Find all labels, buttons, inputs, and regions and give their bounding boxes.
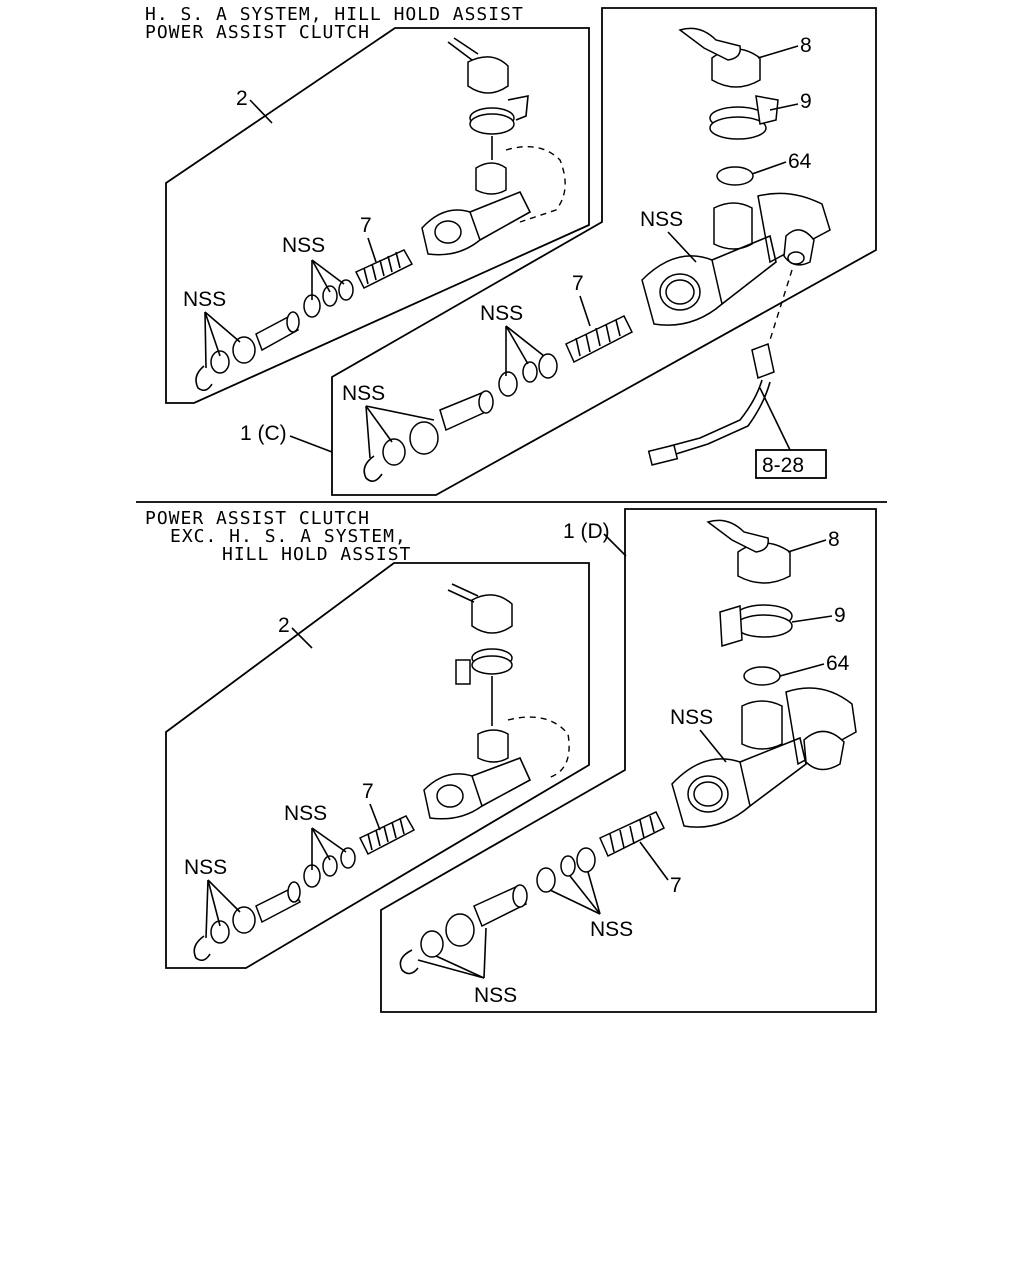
lower-label-64[interactable]: 64 <box>826 652 850 675</box>
upper-label-nss-left-b[interactable]: NSS <box>183 288 226 311</box>
upper-label-7-left[interactable]: 7 <box>360 214 372 237</box>
lower-label-nss-left-b[interactable]: NSS <box>184 856 227 879</box>
lower-right-frame <box>380 508 877 1013</box>
lower-label-nss-body[interactable]: NSS <box>670 706 713 729</box>
upper-ref-box-label: 8-28 <box>762 454 804 477</box>
lower-label-7-left[interactable]: 7 <box>362 780 374 803</box>
lower-label-7-right[interactable]: 7 <box>670 874 682 897</box>
upper-ref-box[interactable] <box>755 449 827 479</box>
lower-label-8[interactable]: 8 <box>828 528 840 551</box>
lower-caption-line1: POWER ASSIST CLUTCH <box>145 508 370 529</box>
lower-caption-line3: HILL HOLD ASSIST <box>222 544 411 565</box>
upper-section: H. S. A SYSTEM, HILL HOLD ASSIST POWER A… <box>145 4 877 496</box>
lower-left-frame <box>165 562 590 969</box>
upper-label-2[interactable]: 2 <box>236 87 248 110</box>
upper-right-cylinder-assembly <box>363 27 831 482</box>
upper-label-7-right[interactable]: 7 <box>572 272 584 295</box>
upper-caption-line1: H. S. A SYSTEM, HILL HOLD ASSIST <box>145 4 524 25</box>
lower-left-cylinder-assembly <box>193 583 570 962</box>
upper-right-frame <box>331 7 877 496</box>
lower-label-nss-right-a[interactable]: NSS <box>590 918 633 941</box>
lower-label-1d[interactable]: 1 (D) <box>563 520 610 543</box>
upper-label-9[interactable]: 9 <box>800 90 812 113</box>
upper-left-cylinder-assembly <box>195 37 566 392</box>
lower-section: POWER ASSIST CLUTCH EXC. H. S. A SYSTEM,… <box>145 508 877 1013</box>
lower-label-9[interactable]: 9 <box>834 604 846 627</box>
upper-left-frame <box>165 27 590 404</box>
upper-label-nss-body[interactable]: NSS <box>640 208 683 231</box>
lower-caption-line2: EXC. H. S. A SYSTEM, <box>170 526 407 547</box>
upper-label-1c[interactable]: 1 (C) <box>240 422 287 445</box>
lower-right-cylinder-assembly <box>399 519 857 975</box>
upper-label-8[interactable]: 8 <box>800 34 812 57</box>
lower-label-2[interactable]: 2 <box>278 614 290 637</box>
upper-caption-line2: POWER ASSIST CLUTCH <box>145 22 370 43</box>
upper-label-nss-right-a[interactable]: NSS <box>480 302 523 325</box>
upper-label-64[interactable]: 64 <box>788 150 812 173</box>
upper-label-nss-left-a[interactable]: NSS <box>282 234 325 257</box>
lower-label-nss-left-a[interactable]: NSS <box>284 802 327 825</box>
upper-label-nss-right-b[interactable]: NSS <box>342 382 385 405</box>
lower-label-nss-right-b[interactable]: NSS <box>474 984 517 1007</box>
